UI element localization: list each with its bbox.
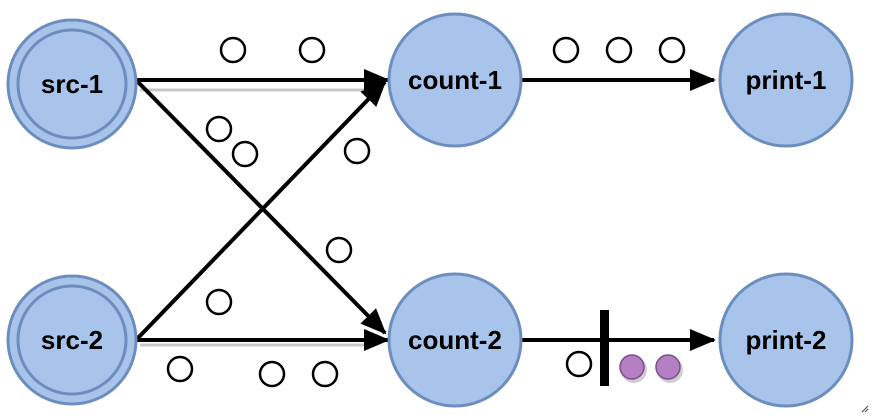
node-src-1: src-1 [6,18,138,150]
edge-src2-count1 [134,80,387,342]
node-print-1: print-1 [718,12,854,148]
node-print-2: print-2 [718,272,854,408]
node-count-2: count-2 [387,272,523,408]
event-token [258,360,286,388]
event-token [658,36,686,64]
node-label: src-1 [41,69,103,99]
edge-src1-count2 [134,78,387,335]
edges [134,69,716,351]
node-label: print-2 [746,325,827,355]
node-label: print-1 [746,65,827,95]
node-label: count-1 [408,65,502,95]
event-token [205,115,233,143]
node-count-1: count-1 [387,12,523,148]
event-token [605,36,633,64]
buffered-token [655,354,681,380]
node-label: src-2 [41,325,103,355]
buffered-tokens [619,354,683,383]
event-tokens [166,36,686,388]
event-token [311,360,339,388]
event-token [565,350,593,378]
edge-shadows [140,88,375,347]
event-token [298,36,326,64]
event-token [231,140,259,168]
barrier-bar [600,310,609,386]
node-src-2: src-2 [6,274,138,406]
event-token [166,355,194,383]
event-token [343,137,371,165]
event-token [205,288,233,316]
event-token [325,236,353,264]
node-label: count-2 [408,325,502,355]
event-token [219,36,247,64]
event-token [552,36,580,64]
buffered-token [619,354,645,380]
resize-grip-icon [861,405,869,413]
